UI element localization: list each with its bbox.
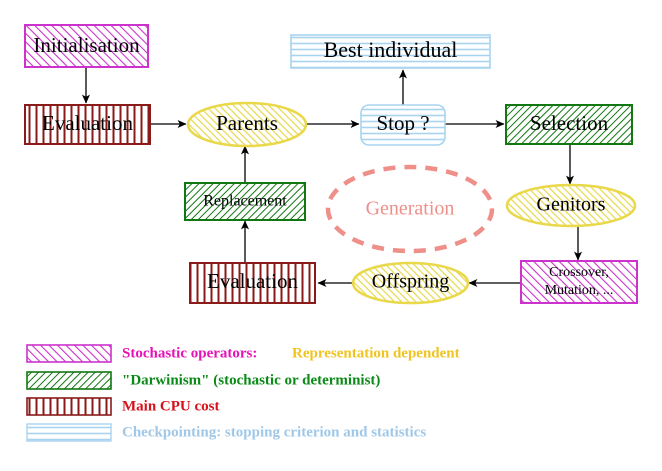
legend-swatch-darwinism <box>26 371 112 390</box>
evaluation-bottom-label: Evaluation <box>207 269 298 293</box>
legend-label-checkpointing: Checkpointing: stopping criterion and st… <box>122 424 426 440</box>
arrows-group <box>82 67 582 287</box>
node-evaluation-top[interactable]: Evaluation <box>24 104 151 145</box>
best-individual-box[interactable] <box>290 34 491 69</box>
parents-label: Parents <box>216 111 278 135</box>
node-best-individual[interactable]: Best individual <box>290 34 491 69</box>
selection-label: Selection <box>530 111 609 135</box>
crossover-mutation-box[interactable] <box>520 260 638 304</box>
node-stop[interactable]: Stop ? <box>360 104 446 146</box>
node-parents[interactable]: Parents <box>186 101 308 148</box>
node-offspring[interactable]: Offspring <box>351 261 470 305</box>
evaluation-top-label: Evaluation <box>42 111 133 135</box>
legend-label-representation-dependent: Representation dependent <box>292 345 460 361</box>
best-individual-label: Best individual <box>324 37 458 62</box>
offspring-ellipse[interactable] <box>351 261 470 305</box>
generation-bubble: Generation <box>325 164 495 254</box>
node-genitors[interactable]: Genitors <box>505 183 637 228</box>
initialisation-label: Initialisation <box>33 33 140 57</box>
stop-box[interactable] <box>360 104 446 146</box>
selection-box[interactable] <box>505 104 633 145</box>
evaluation-bottom-box[interactable] <box>189 262 316 304</box>
legend-label-stochastic: Stochastic operators: <box>122 345 257 361</box>
node-selection[interactable]: Selection <box>505 104 633 145</box>
generation-ellipse <box>325 164 495 254</box>
node-evaluation-bottom[interactable]: Evaluation <box>189 262 316 304</box>
legend-item-stochastic: Stochastic operators: Representation dep… <box>26 344 460 363</box>
legend-item-checkpointing: Checkpointing: stopping criterion and st… <box>26 423 426 442</box>
generation-label: Generation <box>366 198 455 220</box>
legend-swatch-stochastic <box>26 344 112 363</box>
replacement-box[interactable] <box>184 182 306 221</box>
legend-swatch-cpu-cost <box>26 397 112 416</box>
legend-item-cpu-cost: Main CPU cost <box>26 397 220 416</box>
evaluation-top-box[interactable] <box>24 104 151 145</box>
genitors-label: Genitors <box>537 194 606 216</box>
parents-ellipse[interactable] <box>186 101 308 148</box>
legend-swatch-checkpointing <box>26 423 112 442</box>
stop-label: Stop ? <box>376 111 429 135</box>
mutation-label: Mutation, ... <box>545 283 614 298</box>
legend-label-darwinism: "Darwinism" (stochastic or determinist) <box>122 372 380 388</box>
legend-item-darwinism: "Darwinism" (stochastic or determinist) <box>26 371 380 390</box>
offspring-label: Offspring <box>372 271 449 293</box>
crossover-label: Crossover, <box>549 265 609 280</box>
node-initialisation[interactable]: Initialisation <box>24 24 149 68</box>
legend-label-cpu-cost: Main CPU cost <box>122 398 220 414</box>
legend: Stochastic operators: Representation dep… <box>26 344 460 442</box>
node-crossover-mutation[interactable]: Crossover, Mutation, ... <box>520 260 638 304</box>
genitors-ellipse[interactable] <box>505 183 637 228</box>
node-replacement[interactable]: Replacement <box>184 182 306 221</box>
replacement-label: Replacement <box>203 193 287 210</box>
initialisation-box[interactable] <box>24 24 149 68</box>
